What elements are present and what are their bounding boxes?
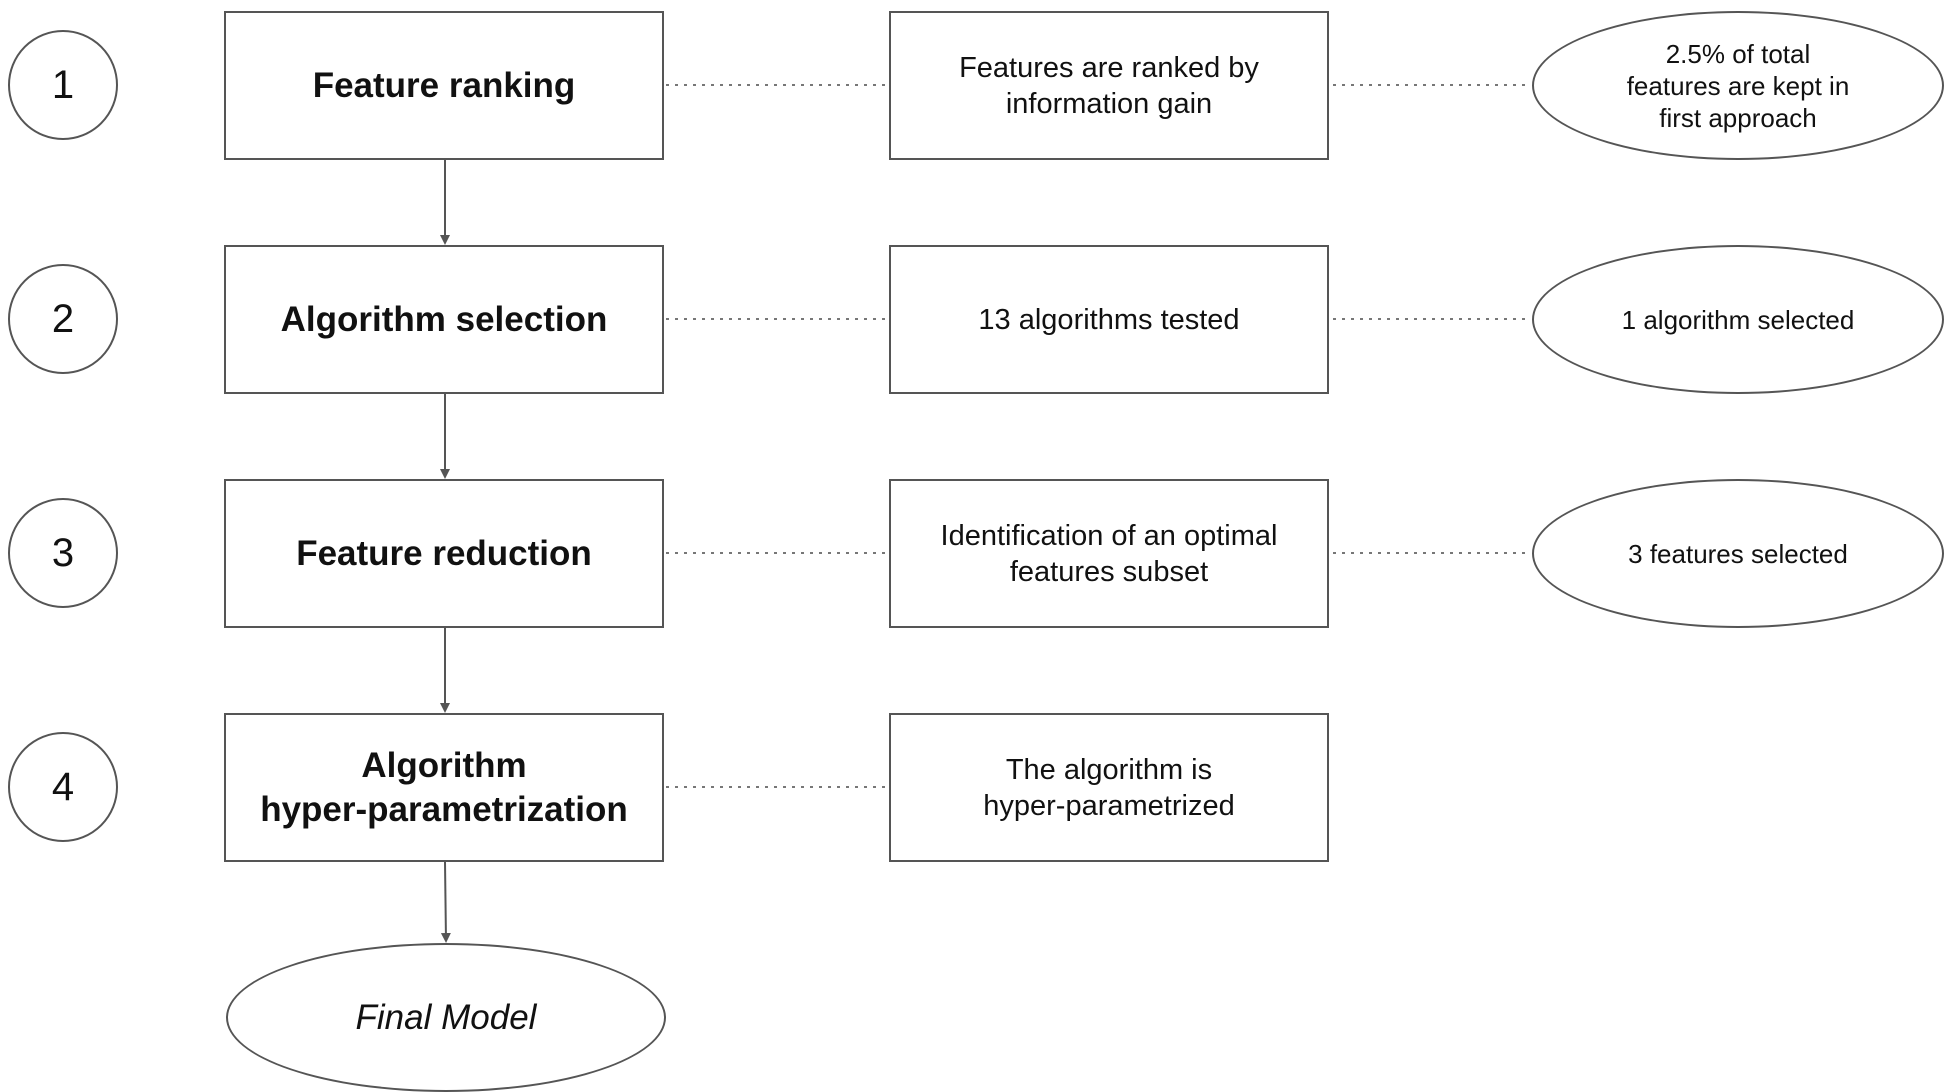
step-1-result: 2.5% of total features are kept in first… — [1532, 11, 1944, 160]
step-2-result: 1 algorithm selected — [1532, 245, 1944, 394]
step-number-3: 3 — [8, 498, 118, 608]
step-number-2: 2 — [8, 264, 118, 374]
step-3-result: 3 features selected — [1532, 479, 1944, 628]
step-number-4: 4 — [8, 732, 118, 842]
flow-arrow-4-final — [440, 861, 451, 943]
step-4-box: Algorithm hyper-parametrization — [224, 713, 664, 862]
step-number-1: 1 — [8, 30, 118, 140]
step-2-description: 13 algorithms tested — [889, 245, 1329, 394]
final-model-ellipse: Final Model — [226, 943, 666, 1092]
step-1-box: Feature ranking — [224, 11, 664, 160]
step-3-description: Identification of an optimal features su… — [889, 479, 1329, 628]
step-1-description: Features are ranked by information gain — [889, 11, 1329, 160]
step-3-box: Feature reduction — [224, 479, 664, 628]
step-2-box: Algorithm selection — [224, 245, 664, 394]
step-4-description: The algorithm is hyper-parametrized — [889, 713, 1329, 862]
